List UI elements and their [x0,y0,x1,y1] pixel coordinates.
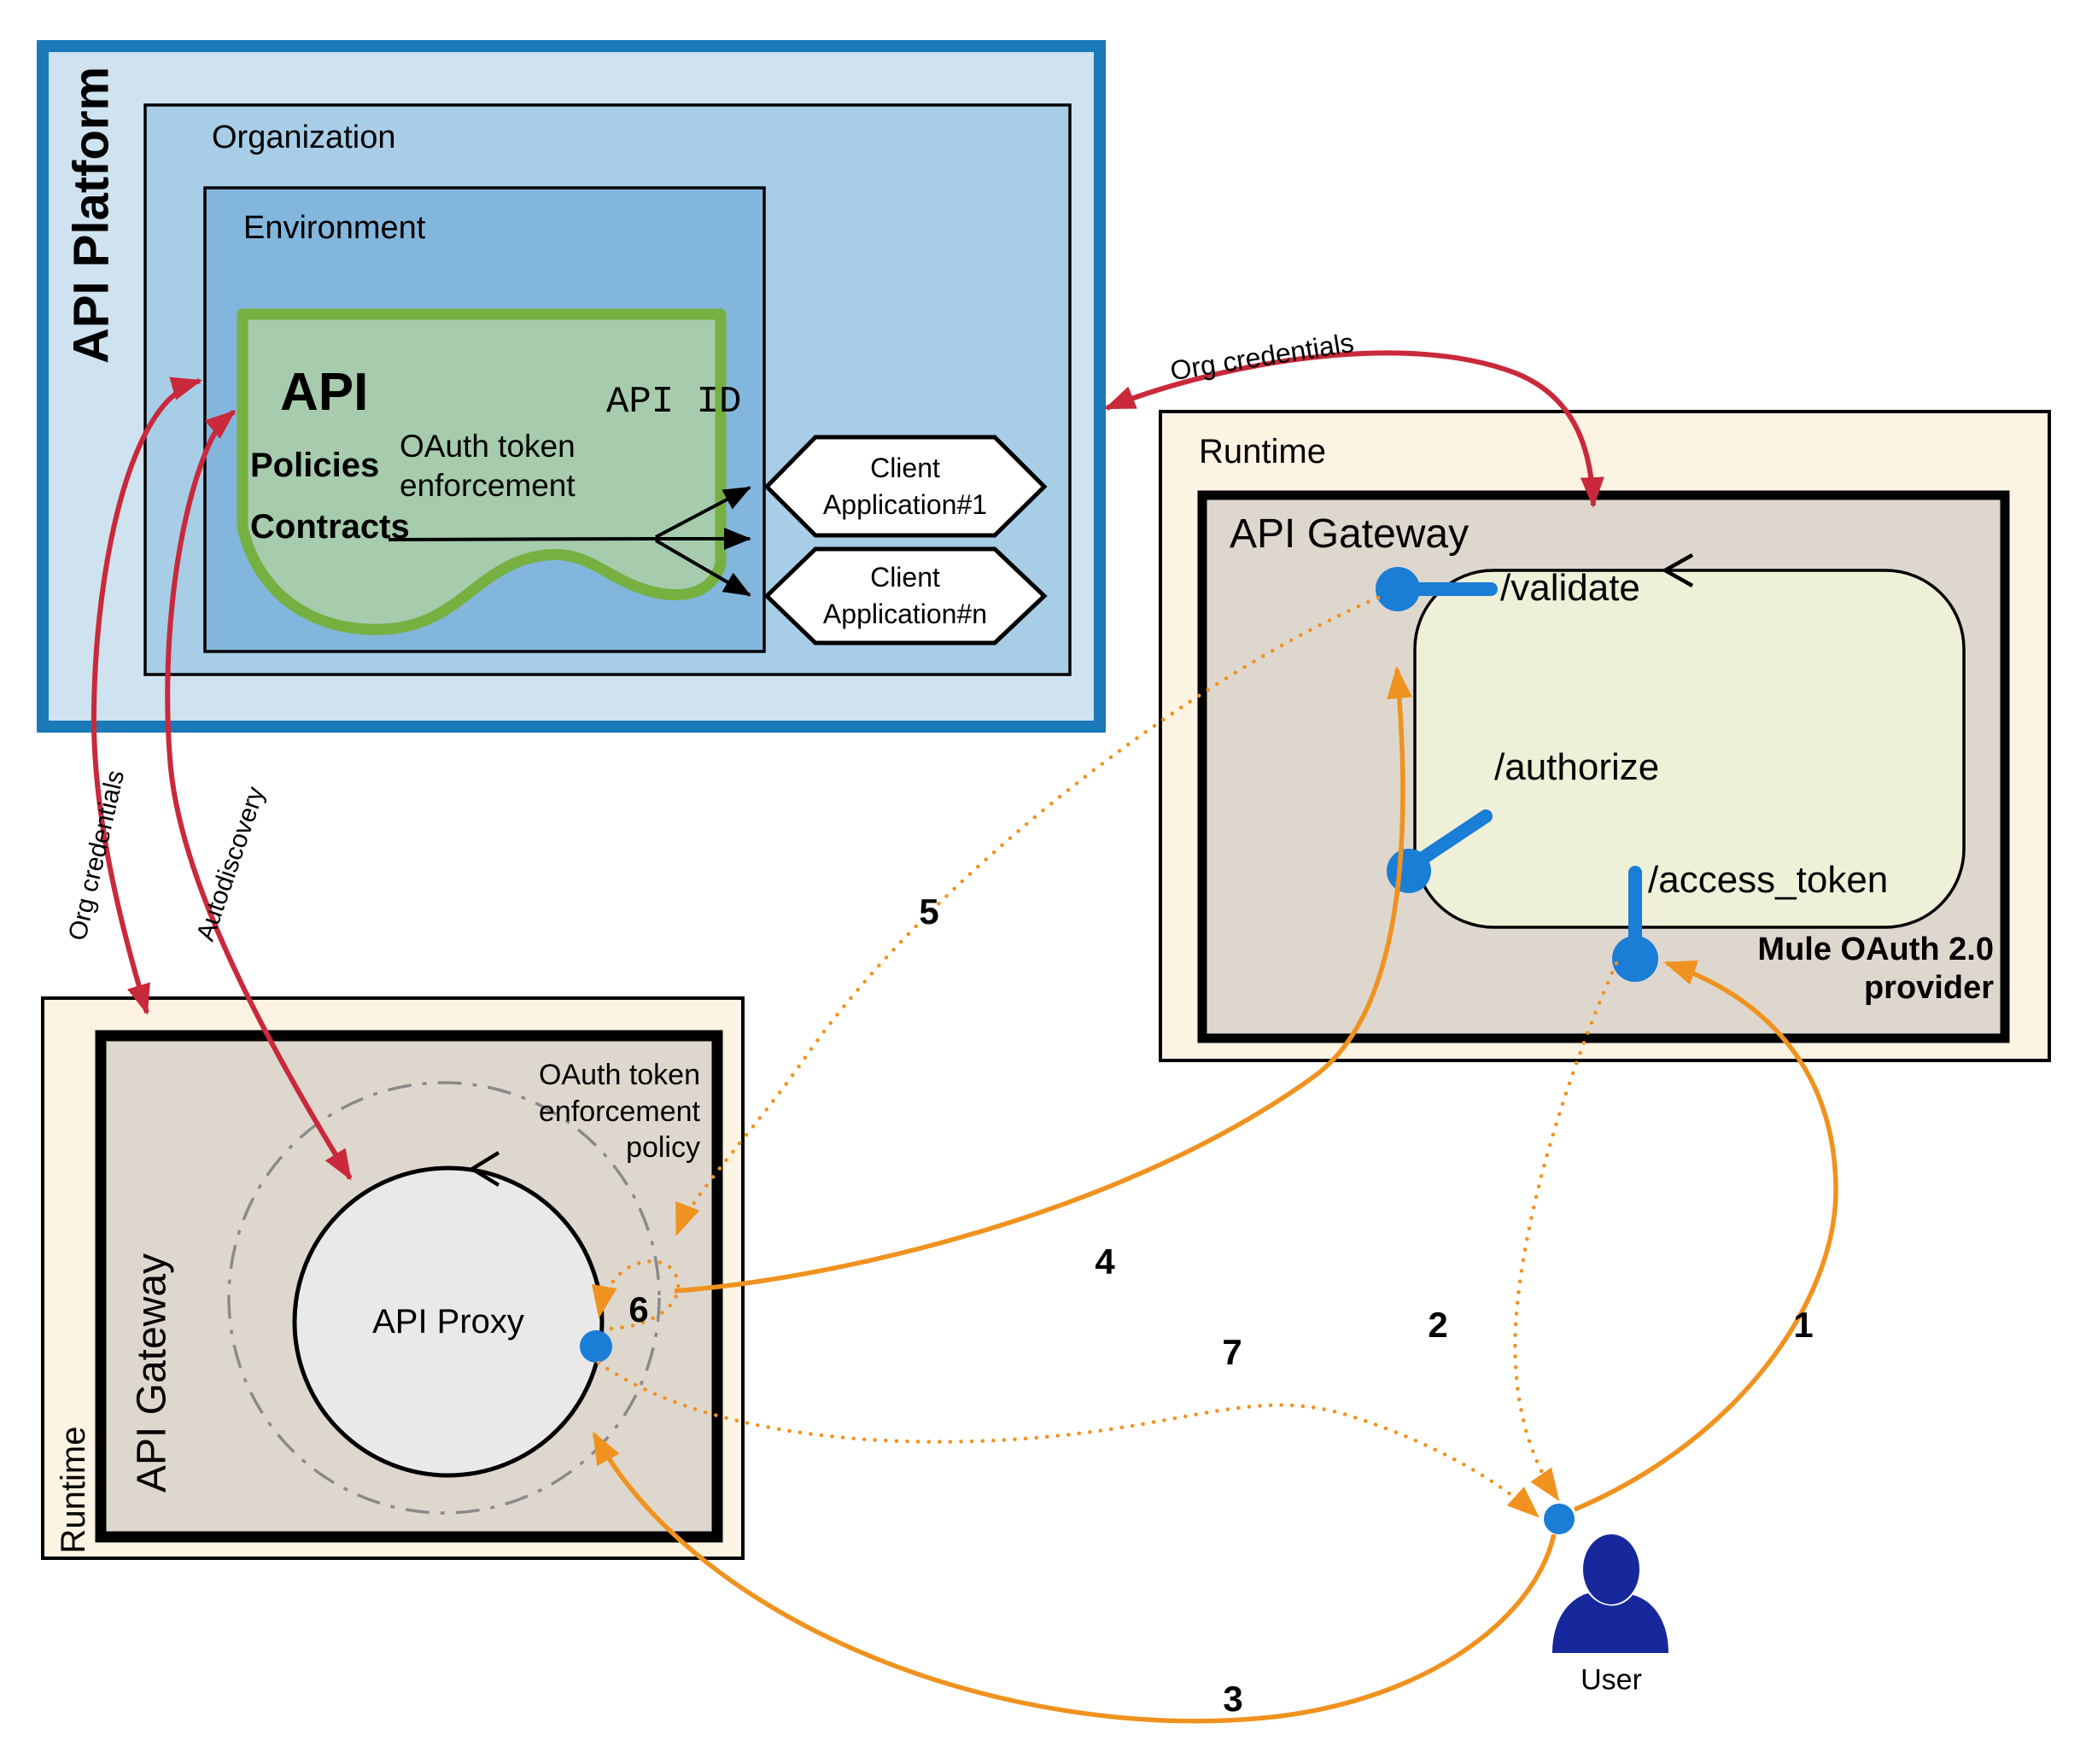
api-id-label: API ID [606,381,742,423]
provider-flow-chevron-icon [1661,553,1694,587]
step-7-label: 7 [1222,1331,1242,1372]
policy-note-line2: enforcement [539,1095,700,1128]
user-icon-body [1552,1593,1668,1653]
user-label: User [1581,1663,1642,1697]
user-icon [1583,1534,1639,1604]
provider-line1: Mule OAuth 2.0 [1757,932,1994,967]
step-5-label: 5 [919,891,939,932]
access-token-endpoint-label: /access_token [1648,859,1889,901]
oauth-policy-line2: enforcement [400,468,576,504]
proxy-runtime-title: Runtime [55,1426,92,1554]
step-6-label: 6 [628,1288,649,1329]
authorize-endpoint-label: /authorize [1494,746,1660,788]
access-token-endpoint-icon [1612,936,1658,982]
proxy-endpoint-dot [580,1330,612,1363]
contracts-line [388,537,657,541]
organization-title: Organization [212,120,396,155]
user-junction-dot [1544,1504,1575,1534]
oauth-gateway-title: API Gateway [1230,511,1470,557]
flow-7-proxy-to-user [596,1360,1540,1518]
client-app-n-line1: Client [870,561,940,593]
oauth-runtime-title: Runtime [1199,433,1326,470]
flow-4-proxy-to-validate [674,666,1413,1294]
flow-5-validate-to-proxy [675,595,1381,1236]
org-credentials-top-label: Org credentials [1167,326,1356,387]
proxy-gateway-title: API Gateway [129,1253,175,1493]
contracts-label: Contracts [250,508,410,546]
oauth-policy-name: OAuth token enforcement [400,427,576,506]
api-proxy-label: API Proxy [372,1303,524,1341]
contract-arrow-1 [655,486,751,539]
step-4-label: 4 [1095,1241,1115,1282]
step-3-label: 3 [1223,1678,1243,1719]
authorize-endpoint-bar [1412,809,1493,867]
policy-note-line1: OAuth token [538,1059,700,1091]
policy-note-line3: policy [626,1131,700,1164]
validate-endpoint-label: /validate [1500,567,1640,609]
flow-3-user-to-proxy [592,1431,1557,1724]
policies-label: Policies [250,447,380,484]
client-app-n-line2: Application#n [822,599,988,629]
api-platform-title: API Platform [63,66,120,365]
org-credentials-left-arrow [91,377,202,1015]
validate-endpoint-icon [1376,567,1420,611]
contract-arrow-3 [654,539,751,597]
step-2-label: 2 [1428,1304,1448,1345]
environment-title: Environment [243,210,426,246]
org-credentials-left-label: Org credentials [63,768,131,943]
flow-2-access-token-to-user [1513,961,1619,1502]
api-title: API [280,363,369,422]
authorize-endpoint-icon [1387,849,1431,893]
oauth-policy-line1: OAuth token [400,429,576,464]
step-1-label: 1 [1793,1304,1814,1345]
autodiscovery-label: Autodiscovery [191,783,271,945]
flow-1-user-to-access-token [1573,960,1838,1512]
provider-line2: provider [1863,969,1994,1006]
client-app-1-line2: Application#1 [822,489,988,520]
client-app-1-line1: Client [870,452,940,483]
